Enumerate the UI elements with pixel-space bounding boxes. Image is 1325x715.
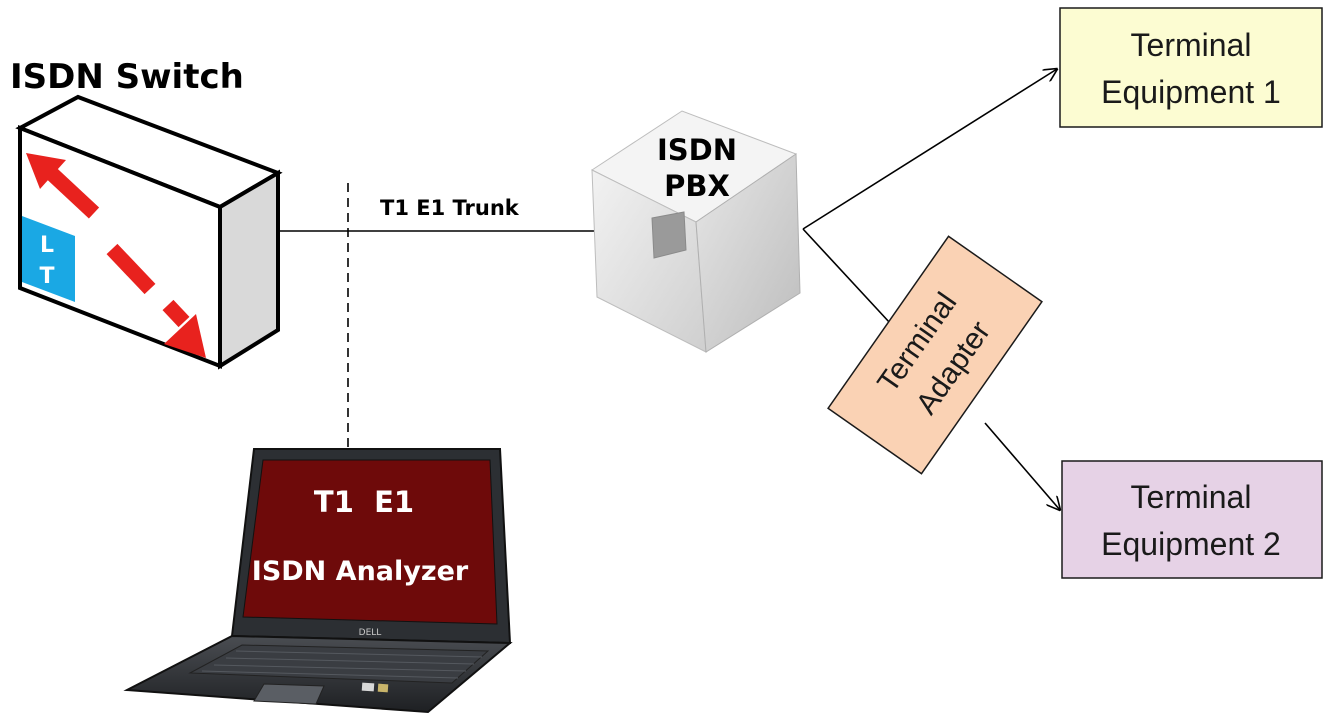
arrow-down-right-head bbox=[164, 314, 206, 358]
pbx-side-face bbox=[695, 153, 801, 353]
laptop-touchpad bbox=[253, 683, 325, 705]
arrow-dash-segment bbox=[106, 243, 156, 295]
terminal-equipment-2-line1: Terminal bbox=[1131, 479, 1252, 515]
keyboard-rows bbox=[201, 650, 483, 679]
laptop-sticker-2 bbox=[377, 683, 389, 693]
terminal-equipment-1: Terminal Equipment 1 bbox=[1059, 7, 1323, 128]
isdn-analyzer-laptop: T1 E1 ISDN Analyzer DELL bbox=[123, 448, 513, 714]
terminal-equipment-1-line1: Terminal bbox=[1131, 27, 1252, 63]
terminal-adapter-box bbox=[827, 235, 1043, 475]
keyboard-row-1 bbox=[235, 650, 483, 658]
isdn-pbx: ISDN PBX bbox=[590, 110, 801, 353]
arrow-up-left-head bbox=[26, 153, 66, 189]
lt-badge-letter-l: L bbox=[40, 233, 54, 258]
laptop-screen bbox=[242, 459, 498, 625]
keyboard-row-4 bbox=[201, 670, 459, 679]
pbx-to-terminal-equipment-1-arrow bbox=[802, 69, 1057, 230]
pbx-label-line2: PBX bbox=[664, 169, 730, 203]
switch-side-face bbox=[218, 169, 280, 370]
switch-arrows-icon bbox=[26, 153, 206, 358]
laptop-keyboard bbox=[188, 644, 490, 684]
pbx-to-adapter-line bbox=[802, 228, 891, 324]
terminal-adapter: Terminal Adapter bbox=[827, 235, 1043, 475]
keyboard-row-2 bbox=[225, 657, 475, 665]
laptop-brand-logo: DELL bbox=[359, 628, 382, 638]
laptop-screen-line1: T1 E1 bbox=[314, 485, 414, 519]
terminal-equipment-1-box bbox=[1059, 7, 1323, 128]
arrow-up-left-shaft bbox=[44, 166, 100, 219]
terminal-equipment-2-box bbox=[1061, 460, 1323, 579]
lt-badge-letter-t: T bbox=[39, 264, 54, 289]
laptop-sticker-1 bbox=[361, 682, 375, 692]
lt-badge bbox=[22, 216, 75, 302]
keyboard-row-3 bbox=[213, 664, 467, 672]
pbx-label-line1: ISDN bbox=[657, 133, 737, 167]
isdn-switch: L T bbox=[15, 94, 283, 370]
pbx-panel bbox=[651, 211, 687, 259]
laptop-screen-line2: ISDN Analyzer bbox=[252, 556, 469, 587]
terminal-equipment-2: Terminal Equipment 2 bbox=[1061, 460, 1323, 579]
terminal-equipment-2-line2: Equipment 2 bbox=[1101, 526, 1281, 562]
terminal-equipment-1-line2: Equipment 1 bbox=[1101, 74, 1281, 110]
trunk-label: T1 E1 Trunk bbox=[380, 196, 520, 220]
adapter-to-terminal-equipment-2-arrow bbox=[984, 422, 1060, 510]
isdn-switch-title: ISDN Switch bbox=[10, 57, 244, 97]
arrow-down-right-shaft bbox=[162, 299, 190, 328]
